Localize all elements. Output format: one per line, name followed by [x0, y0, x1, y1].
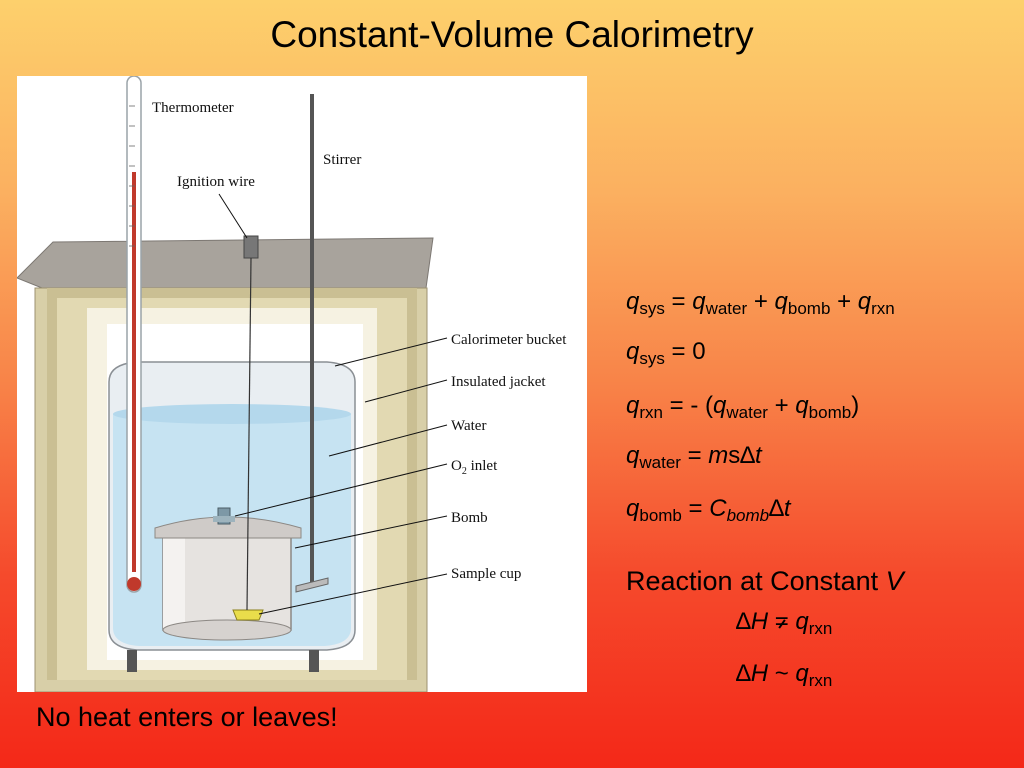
label-sample-cup: Sample cup	[451, 566, 521, 582]
equation-q-sys-sum: qsys = qwater + qbomb + qrxn	[626, 288, 895, 318]
delta-h-not-equal: ∆H = qrxn	[736, 608, 833, 638]
slide-title: Constant-Volume Calorimetry	[270, 14, 754, 55]
equation-q-sys-zero: qsys = 0	[626, 338, 706, 368]
label-bomb: Bomb	[451, 510, 488, 526]
equation-q-bomb: qbomb = Cbomb∆t	[626, 495, 791, 525]
sample-cup	[232, 609, 264, 621]
calorimeter-diagram: Thermometer Stirrer Ignition wire Calori…	[17, 76, 587, 692]
label-water: Water	[451, 418, 486, 434]
label-insulated-jacket: Insulated jacket	[451, 374, 546, 390]
label-ignition-wire: Ignition wire	[177, 174, 255, 190]
label-o2-inlet: O2 inlet	[451, 458, 498, 477]
reaction-heading: Reaction at Constant V	[626, 566, 904, 596]
stirrer-shaft	[310, 94, 314, 584]
jacket-lid	[17, 237, 434, 291]
label-stirrer: Stirrer	[323, 152, 361, 168]
delta-h-approx: ∆H ~ qrxn	[736, 660, 833, 690]
footer-note: No heat enters or leaves!	[36, 702, 338, 732]
label-calorimeter-bucket: Calorimeter bucket	[451, 332, 567, 348]
calorimeter-illustration: Thermometer Stirrer Ignition wire Calori…	[17, 76, 567, 692]
equation-q-water: qwater = ms∆t	[626, 442, 762, 472]
equation-q-rxn: qrxn = - (qwater + qbomb)	[626, 392, 860, 422]
label-thermometer: Thermometer	[152, 100, 234, 116]
